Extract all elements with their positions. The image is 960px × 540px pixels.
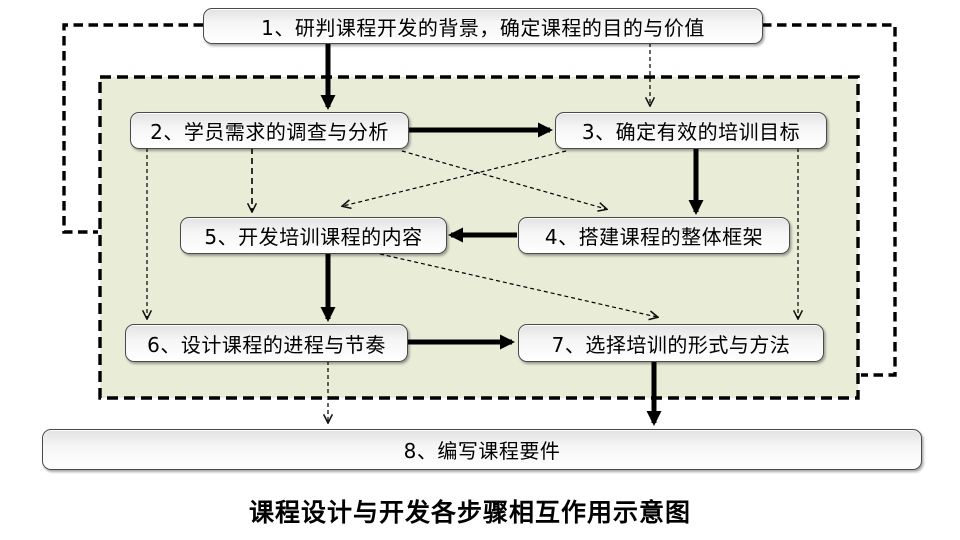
dashed-arrow-5-to-7 (379, 253, 657, 317)
node-6-pace-rhythm: 6、设计课程的进程与节奏 (125, 324, 408, 362)
node-4-overall-framework: 4、搭建课程的整体框架 (518, 217, 790, 254)
node-1-background-purpose: 1、研判课程开发的背景，确定课程的目的与价值 (203, 8, 763, 44)
node-5-course-content: 5、开发培训课程的内容 (180, 217, 447, 254)
diagram-caption: 课程设计与开发各步骤相互作用示意图 (248, 498, 691, 527)
node-8-course-elements: 8、编写课程要件 (42, 429, 922, 470)
connector-1-to-stage-right (762, 23, 897, 377)
dashed-arrow-2-to-4 (401, 150, 606, 209)
node-7-forms-methods: 7、选择培训的形式与方法 (518, 324, 824, 362)
node-2-needs-analysis: 2、学员需求的调查与分析 (130, 112, 409, 149)
node-3-training-goals: 3、确定有效的培训目标 (555, 112, 827, 149)
connector-1-to-stage-left (62, 23, 203, 234)
dashed-arrow-3-to-5 (343, 150, 567, 206)
